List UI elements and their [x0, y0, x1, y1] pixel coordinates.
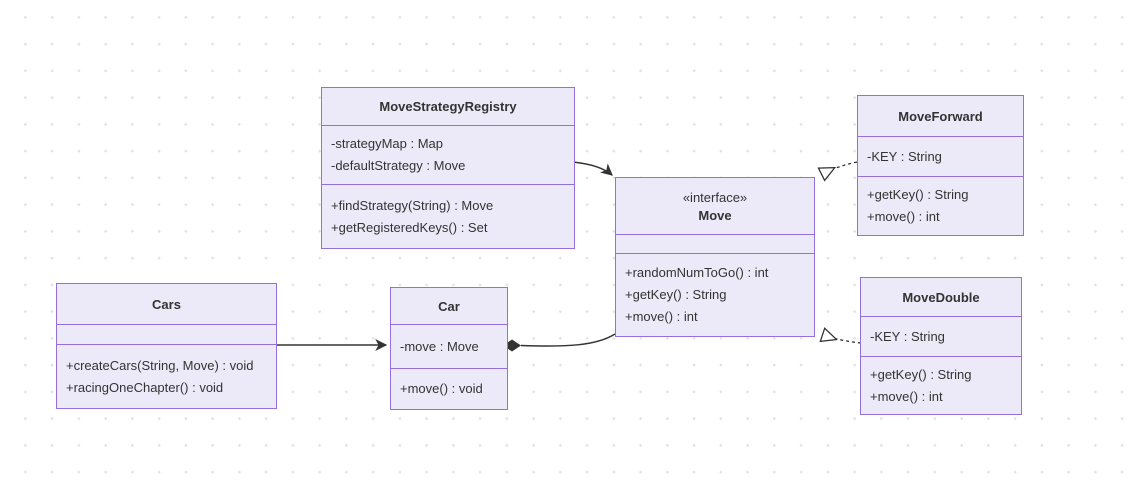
attribute: -KEY : String [867, 148, 942, 164]
method: +move() : int [625, 309, 698, 324]
class-name-label: Cars [152, 296, 181, 312]
attribute: -defaultStrategy : Move [331, 158, 466, 173]
class-title: Cars [57, 284, 276, 324]
class-node-car: Car -move : Move +move() : void [390, 287, 508, 410]
method: +move() : void [400, 381, 483, 396]
class-node-move-interface: «interface» Move +randomNumToGo() : int … [615, 177, 815, 337]
class-node-cars: Cars +createCars(String, Move) : void +r… [56, 283, 277, 409]
attributes-compartment: -strategyMap : Map -defaultStrategy : Mo… [322, 125, 574, 184]
class-title: «interface» Move [616, 178, 814, 234]
attributes-compartment: -KEY : String [858, 136, 1023, 176]
class-name-label: MoveForward [898, 108, 983, 124]
edge-composition-car-to-move [520, 333, 616, 347]
class-title: MoveStrategyRegistry [322, 88, 574, 125]
methods-compartment: +randomNumToGo() : int +getKey() : Strin… [616, 253, 814, 336]
method: +getKey() : String [870, 366, 972, 382]
methods-compartment: +move() : void [391, 368, 507, 409]
attributes-compartment [57, 324, 276, 344]
attribute: -strategyMap : Map [331, 136, 443, 151]
method: +createCars(String, Move) : void [66, 357, 254, 373]
attribute: -KEY : String [870, 328, 945, 344]
class-name-label: Move [698, 207, 732, 223]
method: +getKey() : String [867, 187, 969, 202]
edge-realization-movedouble-to-move [823, 335, 862, 344]
class-node-move-forward: MoveForward -KEY : String +getKey() : St… [857, 95, 1024, 236]
attributes-compartment [616, 234, 814, 253]
methods-compartment: +findStrategy(String) : Move +getRegiste… [322, 184, 574, 248]
attributes-compartment: -move : Move [391, 324, 507, 368]
class-title: MoveForward [858, 96, 1023, 136]
edge-realization-moveforward-to-move [822, 161, 858, 174]
class-name-label: MoveStrategyRegistry [379, 99, 517, 114]
method: +getRegisteredKeys() : Set [331, 219, 488, 235]
class-title: Car [391, 288, 507, 324]
method: +racingOneChapter() : void [66, 379, 224, 395]
attributes-compartment: -KEY : String [861, 316, 1021, 356]
class-name-label: Car [438, 298, 460, 314]
methods-compartment: +getKey() : String +move() : int [858, 176, 1023, 235]
methods-compartment: +createCars(String, Move) : void +racing… [57, 344, 276, 408]
class-title: MoveDouble [861, 278, 1021, 316]
class-node-move-double: MoveDouble -KEY : String +getKey() : Str… [860, 277, 1022, 415]
edge-dependency-registry-to-move [572, 161, 613, 176]
class-node-move-strategy-registry: MoveStrategyRegistry -strategyMap : Map … [321, 87, 575, 249]
stereotype-label: «interface» [682, 189, 748, 205]
method: +findStrategy(String) : Move [331, 197, 494, 213]
method: +move() : int [870, 388, 943, 404]
method: +getKey() : String [625, 287, 727, 302]
class-name-label: MoveDouble [902, 289, 980, 305]
methods-compartment: +getKey() : String +move() : int [861, 356, 1021, 414]
attribute: -move : Move [400, 338, 479, 354]
method: +randomNumToGo() : int [625, 265, 769, 280]
method: +move() : int [867, 209, 940, 224]
